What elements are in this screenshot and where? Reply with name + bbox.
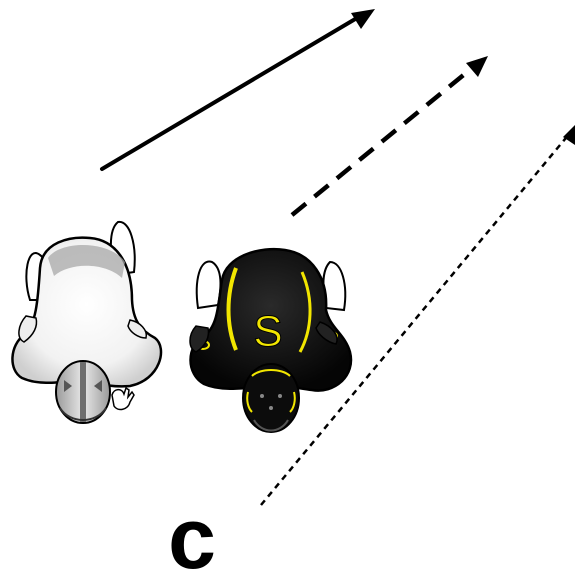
short-dash-route-arrow — [260, 125, 575, 506]
center-label: C — [168, 491, 216, 575]
jersey-letter: S — [253, 307, 282, 356]
helmet-icon — [242, 363, 300, 433]
long-dash-route-arrow — [290, 56, 488, 217]
helmet-icon — [55, 360, 111, 424]
solid-route-arrow — [100, 9, 375, 171]
glove-icon — [111, 386, 135, 411]
white-jersey-player — [11, 220, 163, 424]
black-jersey-player: S — [189, 247, 353, 433]
